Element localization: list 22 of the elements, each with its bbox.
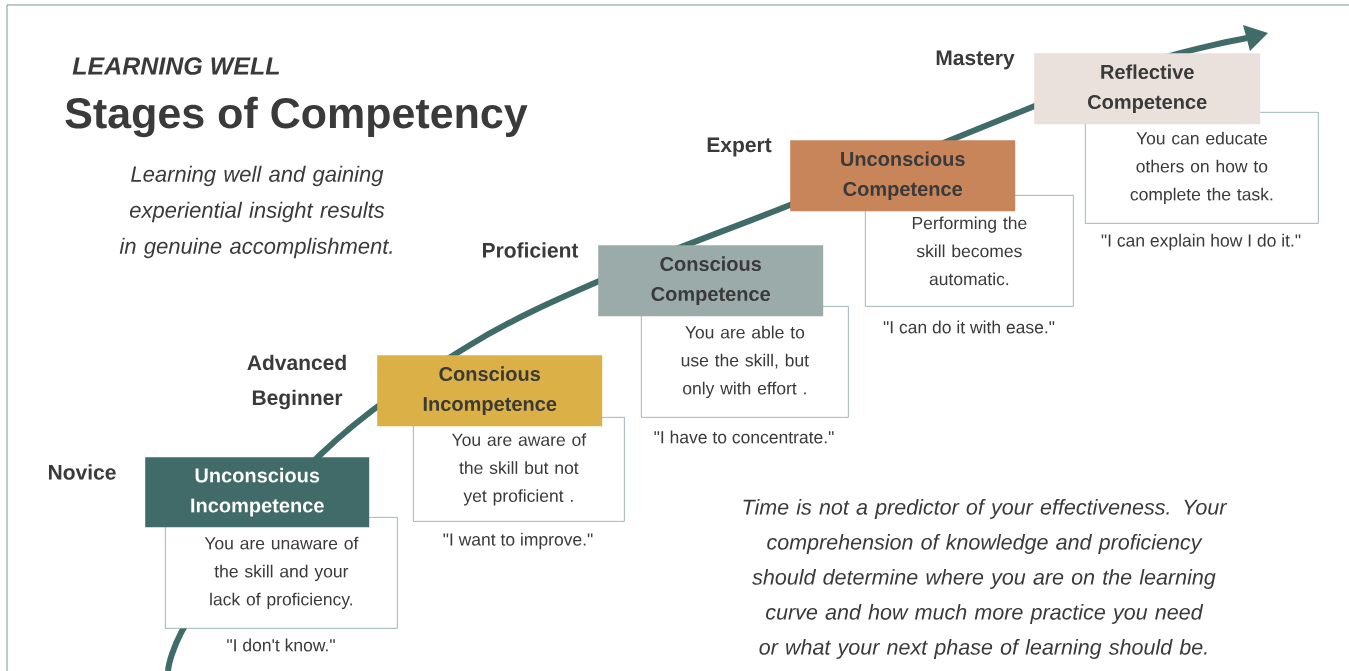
note-text: Time is not a predictor of your effectiveness. Your comprehension of knowledge and proficiency should determine where you are on the learning curve and how much more practice you need or what your next phase of learning should be. [743,499,1228,659]
stage-label: Novice [49,464,116,480]
subtitle-text: Learning well and gaining experiential insight results in genuine accomplishment. [119,165,392,259]
quote-text: "I don't know." [227,638,335,652]
header-box: Conscious Incompetence [377,355,603,427]
header-box: Conscious Competence [598,245,824,317]
stage-label: Proficient [483,242,579,258]
header-box: Unconscious Competence [790,140,1016,212]
description-box: You are unaware of the skill and your lack of proficiency. [165,517,398,629]
header-box: Reflective Competence [1034,53,1261,125]
quote-text: "I can explain how I do it." [1101,233,1301,251]
quote-text: "I can do it with ease." [883,320,1055,334]
description-box: You can educate others on how to complete the task. [1085,112,1319,224]
heading-text: LEARNING WELL [72,57,280,75]
description-box: You are able to use the skill, but only with effort . [641,306,849,418]
stage-label: Advanced Beginner [247,354,346,410]
quote-text: "I have to concentrate." [654,430,834,444]
description-box: You are aware of the skill but not yet proficient . [413,417,625,522]
stage-label: Mastery [936,50,1015,70]
title: Stages of Competency [65,96,528,138]
quote-text: "I want to improve." [443,532,593,550]
header-box: Unconscious Incompetence [145,457,370,528]
